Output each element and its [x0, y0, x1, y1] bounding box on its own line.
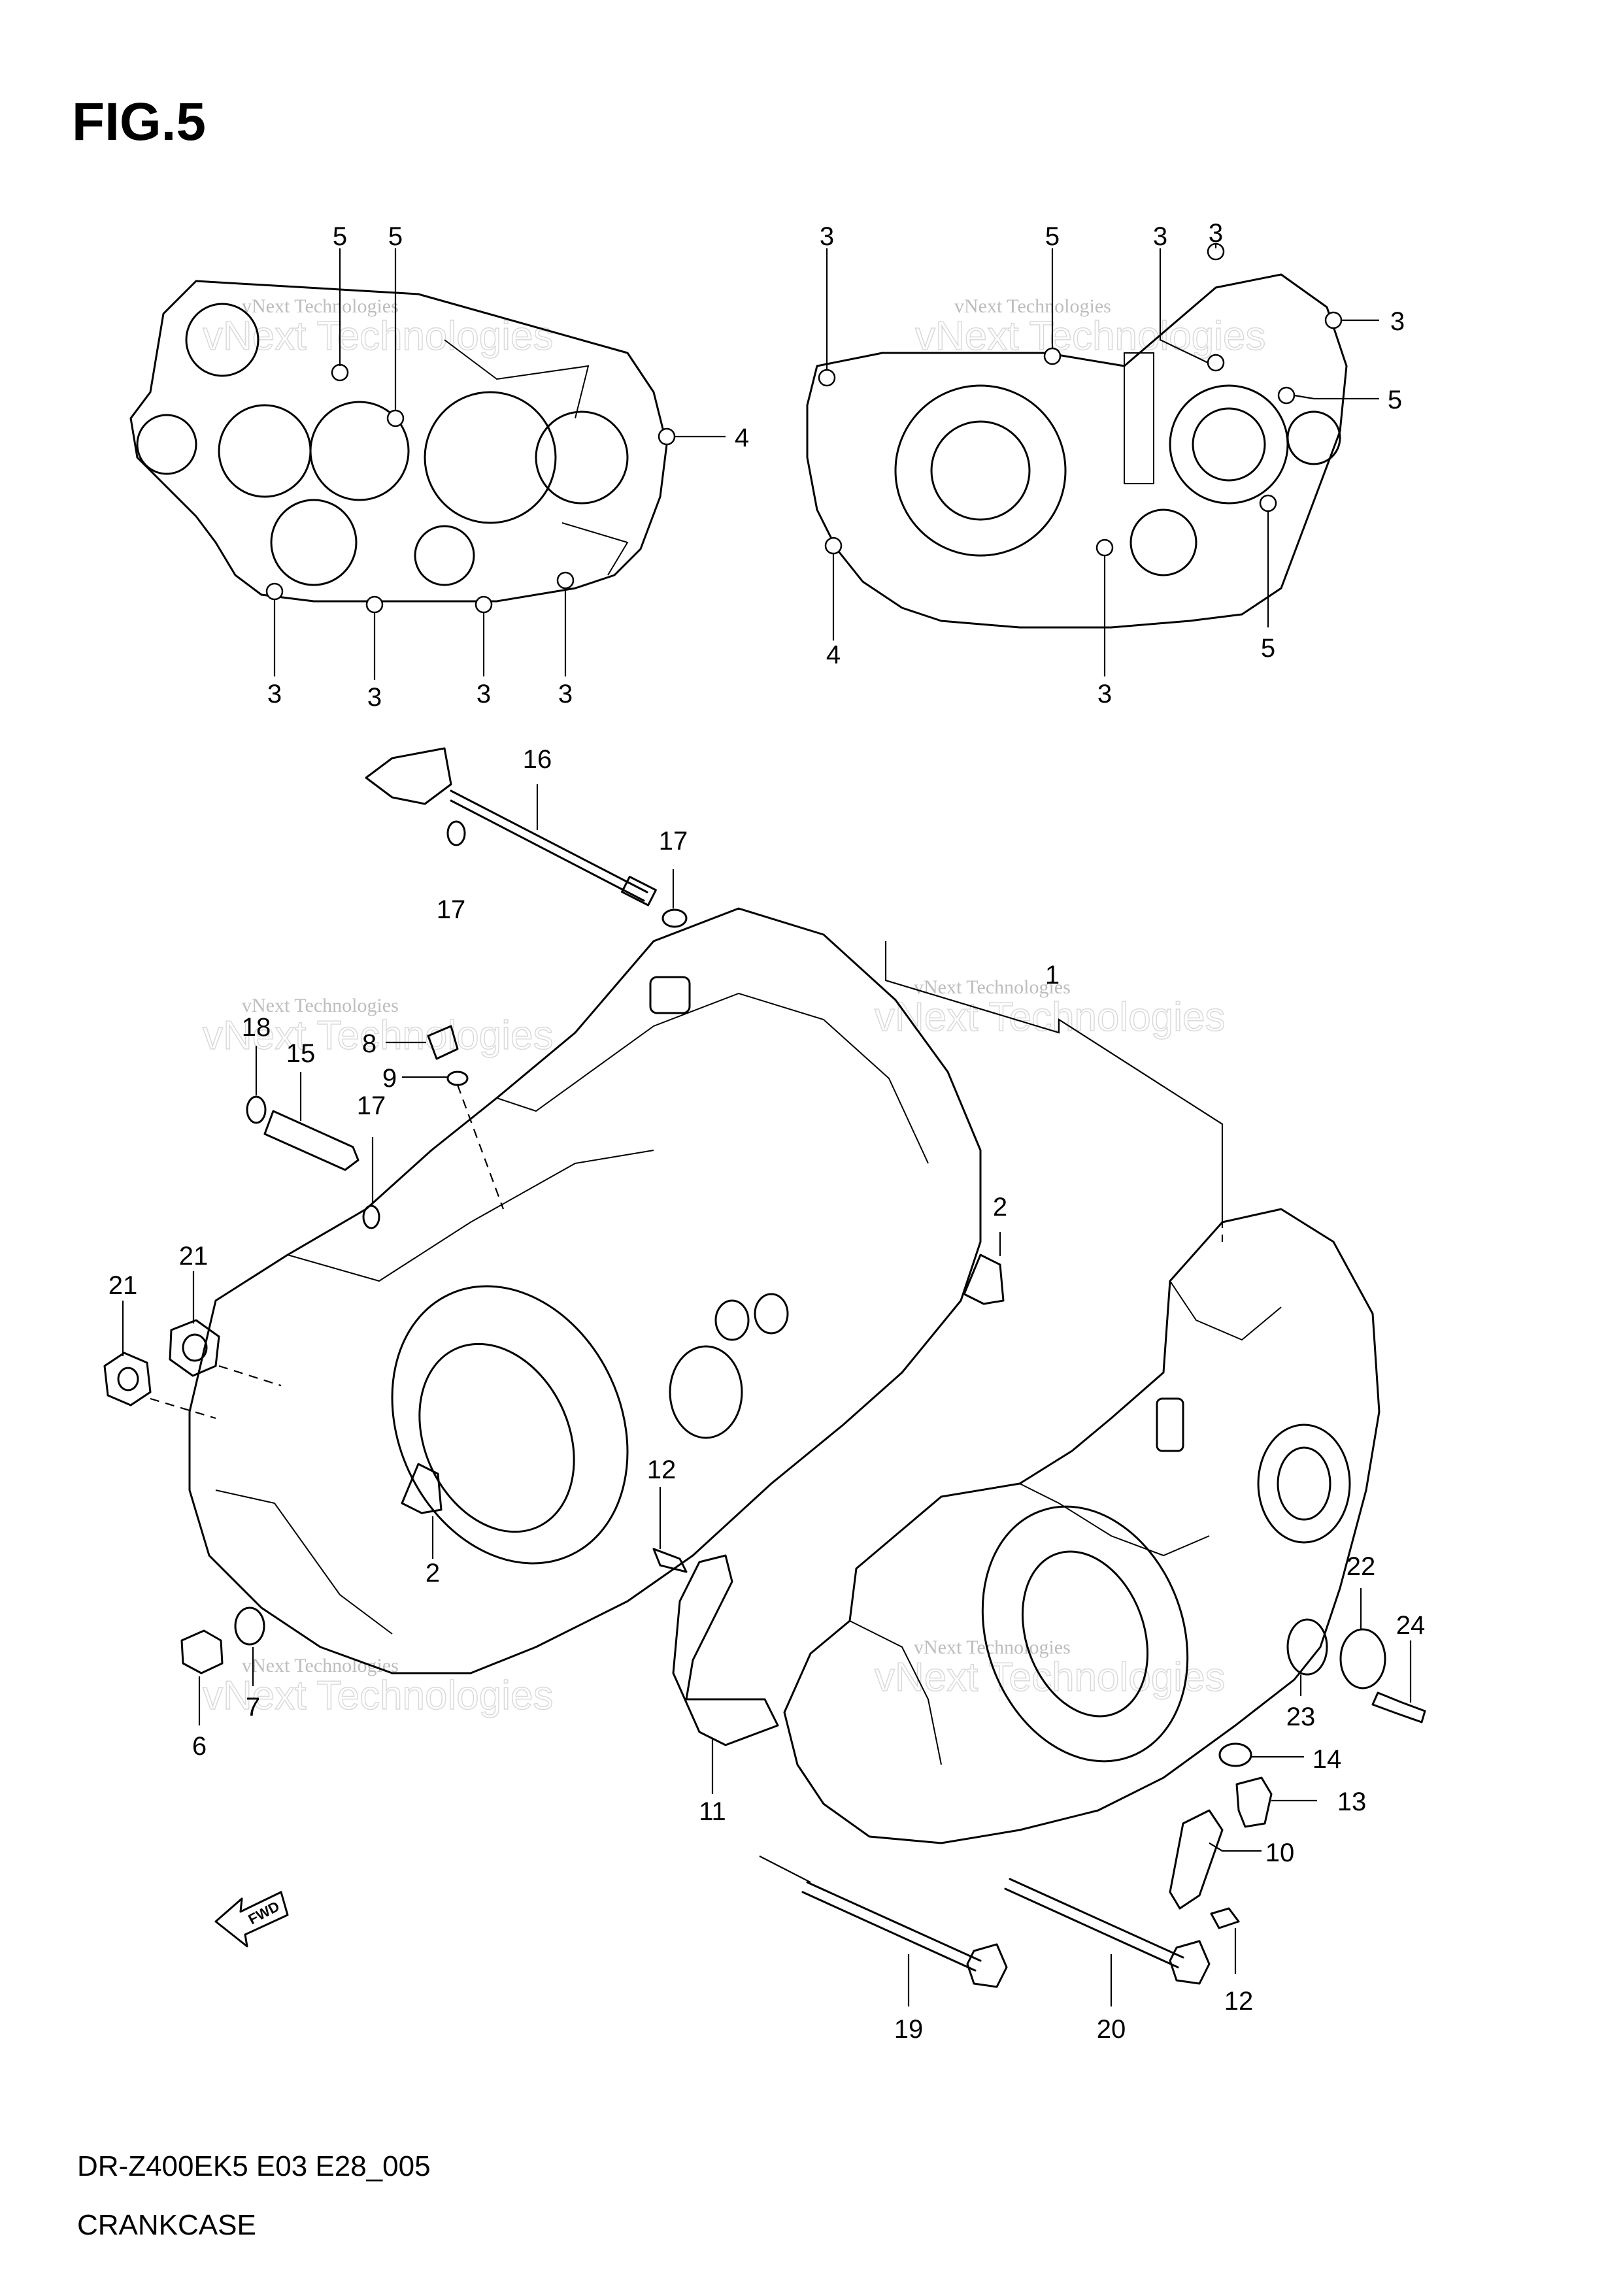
part-callout: 8	[362, 1029, 376, 1058]
part-callout: 18	[242, 1013, 271, 1042]
callout-leader	[884, 941, 1224, 1219]
part-callout: 12	[647, 1456, 677, 1484]
bolt-20	[1004, 1878, 1211, 1985]
screw-12	[652, 1548, 688, 1573]
part-callout: 24	[1396, 1611, 1426, 1640]
gasket-7	[234, 1606, 265, 1646]
o-ring-23	[1286, 1618, 1328, 1676]
plug-6	[180, 1629, 224, 1674]
watermark-text: vNext Technologies	[242, 295, 399, 317]
part-callout: 5	[1388, 386, 1402, 414]
fwd-arrow-icon: FWD	[214, 1891, 289, 1948]
crankcase-half-right	[783, 1208, 1380, 1844]
figure-name: CRANKCASE	[77, 2209, 256, 2241]
watermark-text: vNext Technologies	[915, 314, 1266, 359]
crankcase-half-right-inner-view	[806, 242, 1348, 629]
watermark-text: vNext Technologies	[203, 1673, 554, 1718]
part-callout: 2	[993, 1193, 1007, 1222]
oil-pipe-16	[365, 747, 657, 907]
part-callout: 21	[109, 1271, 138, 1300]
part-callout: 3	[1209, 219, 1223, 248]
nut-21	[103, 1352, 152, 1406]
part-callout: 23	[1286, 1703, 1316, 1731]
part-callout: 6	[192, 1732, 207, 1761]
part-callout: 7	[246, 1693, 260, 1722]
bolt-24	[1371, 1691, 1426, 1723]
part-callout: 2	[426, 1559, 440, 1588]
part-callout: 5	[333, 222, 347, 251]
part-callout: 3	[267, 680, 282, 708]
part-callout: 20	[1097, 2015, 1126, 2044]
model-code: DR-Z400EK5 E03 E28_005	[77, 2150, 431, 2182]
part-callout: 4	[826, 641, 841, 669]
fwd-label: FWD	[246, 1898, 282, 1928]
callout-leaders-top-right	[826, 244, 1379, 676]
bolt-19	[801, 1881, 1008, 1988]
o-ring-17	[362, 1205, 380, 1229]
bracket-10	[1169, 1809, 1224, 1910]
washer-9	[446, 1071, 469, 1086]
nut-21	[169, 1319, 220, 1377]
dowel-pin-2	[963, 1254, 1005, 1305]
watermark-text: vNext Technologies	[914, 976, 1071, 998]
o-ring-17	[446, 820, 466, 846]
crankcase-half-left	[188, 907, 982, 1674]
part-callout: 5	[388, 222, 403, 251]
part-callout: 3	[1097, 680, 1112, 708]
bracket-11	[672, 1554, 779, 1746]
callout-leaders-top-left	[273, 248, 726, 680]
part-callout: 3	[1390, 307, 1405, 336]
screw-12	[1210, 1907, 1240, 1929]
pin-15	[263, 1110, 360, 1171]
watermark-text: vNext Technologies	[875, 1655, 1226, 1700]
part-callout: 5	[1261, 634, 1275, 663]
figure-title: FIG.5	[72, 92, 207, 152]
part-callout: 12	[1224, 1987, 1254, 2016]
o-ring-17	[661, 908, 688, 928]
part-callout: 10	[1265, 1838, 1295, 1867]
part-callout: 14	[1313, 1745, 1342, 1774]
part-callout: 21	[179, 1242, 209, 1271]
part-callout: 22	[1347, 1552, 1376, 1581]
part-callout: 5	[1045, 222, 1060, 251]
part-callout: 1	[1045, 961, 1060, 990]
part-callout: 3	[820, 222, 834, 251]
part-callout: 3	[477, 680, 491, 708]
part-callout: 17	[437, 895, 466, 924]
part-callout: 17	[357, 1091, 386, 1120]
plug-13	[1235, 1776, 1273, 1828]
watermark-layer: vNext Technologies vNext Technologies vN…	[202, 295, 1266, 1719]
o-ring-18	[246, 1095, 267, 1124]
watermark-text: vNext Technologies	[203, 1013, 554, 1058]
part-callout: 4	[735, 424, 749, 452]
watermark-text: vNext Technologies	[203, 314, 554, 359]
dowel-pin-2	[401, 1463, 443, 1514]
watermark-text: vNext Technologies	[914, 1637, 1071, 1658]
part-callout: 3	[367, 683, 382, 712]
part-callout: 13	[1337, 1788, 1367, 1816]
part-callout: 15	[286, 1039, 316, 1068]
part-callout: 3	[1153, 222, 1167, 251]
part-callout: 17	[659, 827, 688, 856]
part-callout: 16	[523, 745, 552, 774]
washer-14	[1218, 1742, 1252, 1767]
watermark-text: vNext Technologies	[875, 995, 1226, 1040]
part-callout: 9	[382, 1064, 397, 1093]
cap-22	[1339, 1628, 1386, 1689]
watermark-text: vNext Technologies	[242, 995, 399, 1016]
part-callout: 19	[894, 2015, 924, 2044]
part-callout: 3	[558, 680, 573, 708]
crankcase-half-left-inner-view	[129, 280, 676, 614]
watermark-text: vNext Technologies	[954, 295, 1111, 317]
plug-8	[427, 1025, 459, 1060]
part-callout: 11	[699, 1797, 726, 1826]
